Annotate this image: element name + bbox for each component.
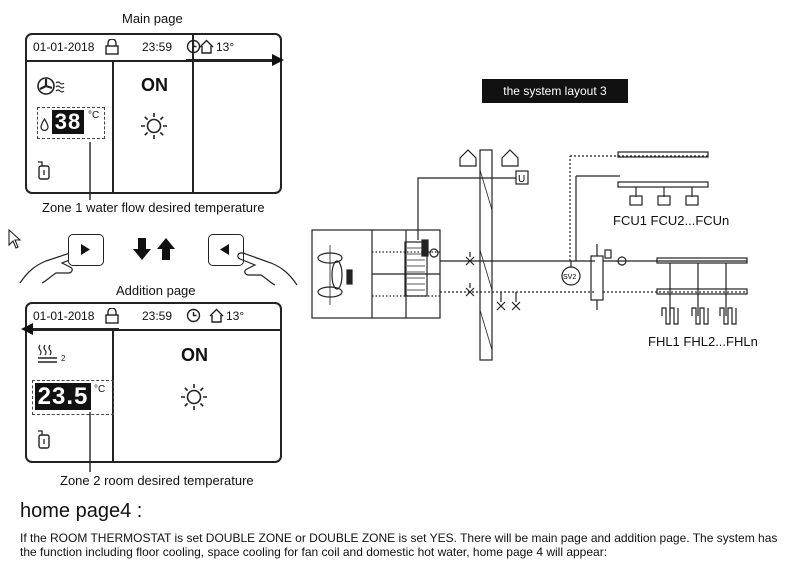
time-text: 23:59 [142, 309, 173, 323]
status-bar: 01-01-2018 23:59 13° [27, 35, 280, 62]
previous-page-arrow [21, 323, 119, 335]
outdoor-temp: 13° [216, 40, 235, 54]
water-drop-icon [40, 118, 49, 131]
up-arrow-icon [157, 238, 175, 260]
zone1-status: ON [141, 75, 168, 95]
zone2-callout: Zone 2 room desired temperature [60, 473, 254, 488]
column-divider [192, 60, 194, 192]
time-text: 23:59 [142, 40, 173, 54]
zone2-room-temp: 23.5 [35, 383, 91, 410]
main-page-caption: Main page [122, 11, 183, 26]
left-key-icon [220, 244, 229, 255]
house-icon [199, 39, 214, 54]
wall [479, 149, 493, 361]
tank-icon [38, 161, 50, 180]
left-key-button[interactable] [208, 234, 244, 266]
fan-heat-icon [37, 77, 65, 95]
temp-unit: °C [88, 110, 100, 121]
sv2-label: SV2 [563, 274, 576, 281]
zone2-temp-box[interactable]: 23.5 °C [32, 380, 114, 415]
section-paragraph: If the ROOM THERMOSTAT is set DOUBLE ZON… [20, 531, 778, 559]
down-arrow-icon [133, 238, 151, 260]
clock-icon[interactable] [186, 308, 201, 323]
date-text: 01-01-2018 [33, 40, 95, 54]
zone1-callout: Zone 1 water flow desired temperature [42, 200, 265, 215]
cursor-icon [8, 229, 22, 249]
zone-number: 2 [61, 354, 66, 363]
status-bar-divider [192, 35, 194, 60]
right-key-button[interactable] [68, 234, 104, 266]
floor-heating-icon [38, 344, 57, 363]
thermostat-label: U [518, 174, 525, 185]
addition-page-caption: Addition page [116, 283, 196, 298]
section-heading: home page4 : [20, 500, 143, 522]
zone1-water-temp: 38 [52, 110, 84, 134]
callout-line [89, 412, 91, 472]
callout-line [89, 142, 91, 200]
temp-unit: °C [94, 384, 106, 395]
layout-title: the system layout 3 [482, 79, 628, 103]
lock-icon [105, 39, 119, 55]
hand-icon [19, 250, 82, 284]
system-layout-diagram: U SV2 [311, 149, 748, 361]
outdoor-temp: 13° [226, 309, 245, 323]
date-text: 01-01-2018 [33, 309, 95, 323]
fcu-label: FCU1 FCU2...FCUn [613, 213, 730, 228]
tank-icon [38, 430, 50, 449]
fhl-label: FHL1 FHL2...FHLn [648, 334, 758, 349]
column-divider [112, 60, 114, 192]
zone2-status: ON [181, 345, 208, 365]
addition-page-screen: 01-01-2018 23:59 13° 2 23.5 °C ON [25, 302, 282, 463]
status-bar: 01-01-2018 23:59 13° [27, 304, 280, 331]
zone1-temp-box[interactable]: 38 °C [37, 107, 105, 139]
sun-icon [181, 384, 207, 410]
house-icon [209, 308, 224, 323]
sun-icon [141, 113, 167, 139]
lock-icon [105, 308, 119, 324]
right-key-icon [81, 244, 90, 255]
hand-icon [237, 252, 298, 286]
next-page-arrow [186, 54, 284, 66]
